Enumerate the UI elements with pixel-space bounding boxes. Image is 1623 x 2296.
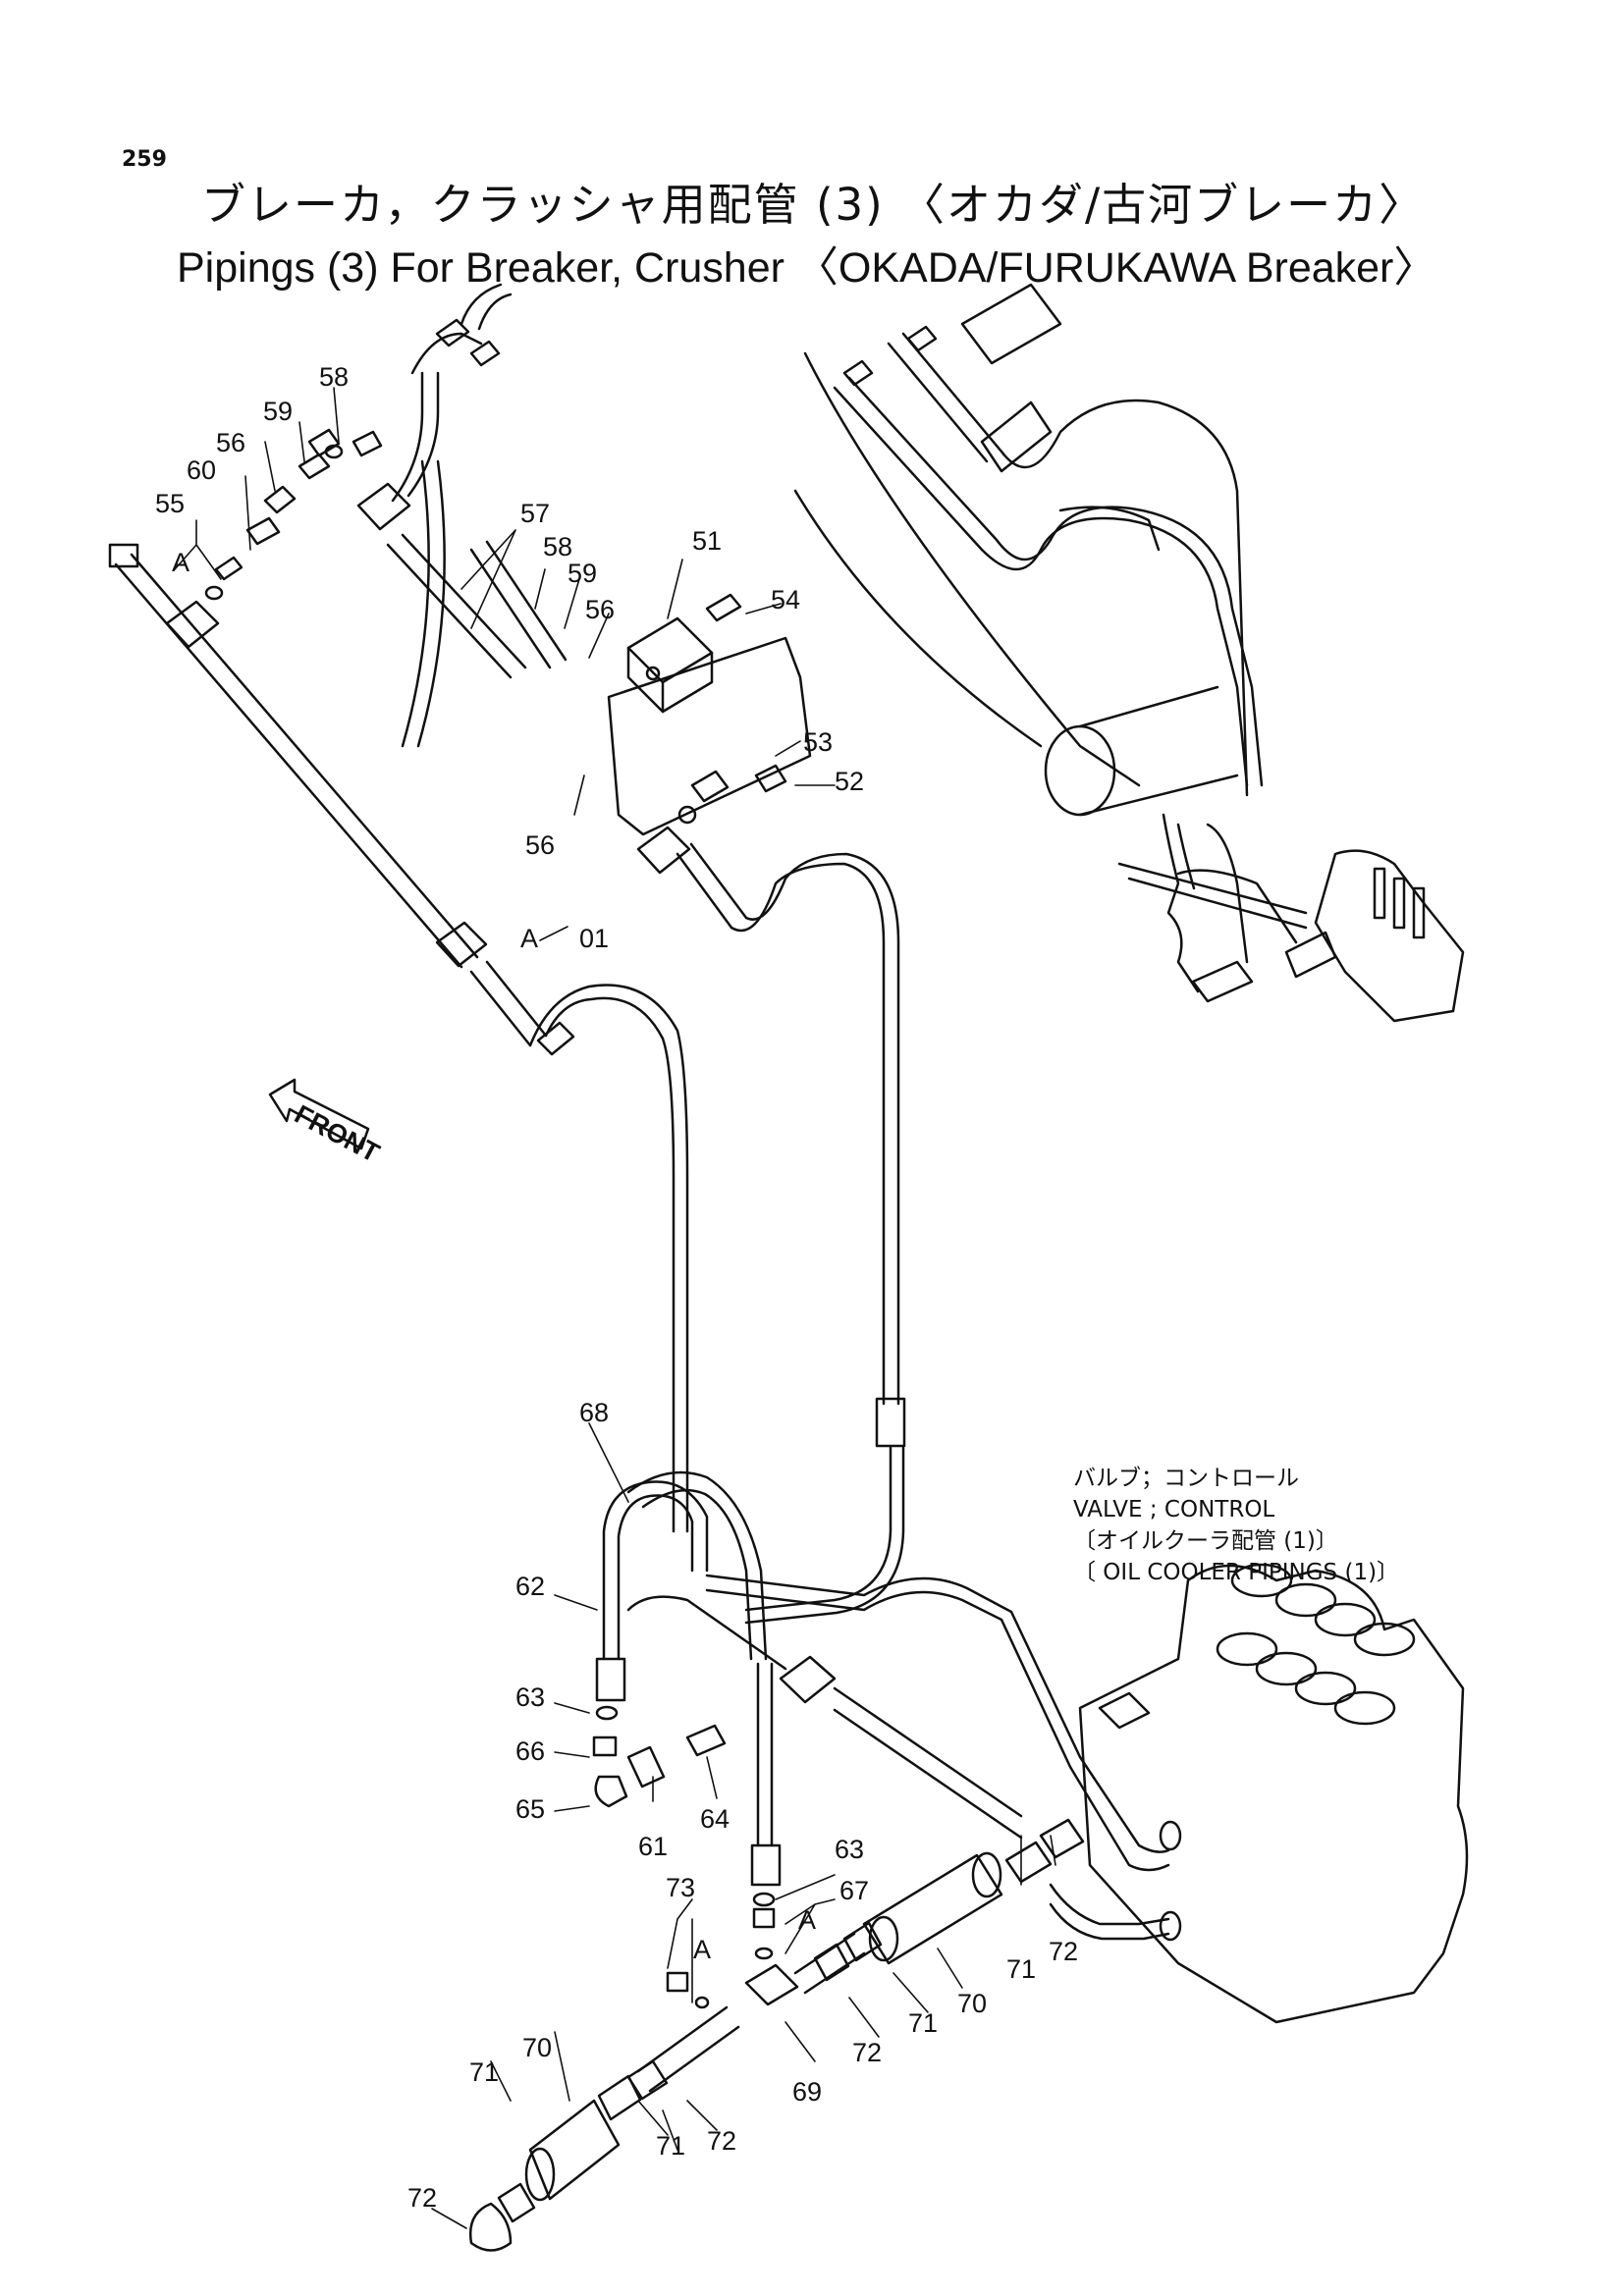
callout-66: 66 xyxy=(515,1736,545,1766)
center-hoses xyxy=(528,826,906,1625)
callout-51: 51 xyxy=(692,526,722,556)
callout-52: 52 xyxy=(835,767,864,796)
callout-60: 60 xyxy=(187,455,216,485)
ref-a-4: A xyxy=(693,1935,711,1964)
page-title-japanese: ブレーカ，クラッシャ用配管 (3) 〈オカダ/古河ブレーカ〉 xyxy=(201,179,1426,231)
page-number: 259 xyxy=(122,147,167,172)
fittings-61-66 xyxy=(592,1705,776,2009)
callout-63a: 63 xyxy=(515,1682,545,1712)
front-arrow xyxy=(268,1078,370,1150)
note-line-4: 〔 OIL COOLER PIPINGS (1)〕 xyxy=(1073,1560,1400,1585)
ref-a-2: A xyxy=(172,548,189,577)
callout-61: 61 xyxy=(638,1832,668,1861)
callout-01: 01 xyxy=(579,924,609,953)
control-valve-note: バルブ；コントロール VALVE ; CONTROL 〔オイルクーラ配管 (1)… xyxy=(1073,1463,1399,1588)
callout-67: 67 xyxy=(839,1876,869,1905)
leader-lines xyxy=(174,387,1056,2229)
callout-56b: 56 xyxy=(585,595,615,624)
callout-64: 64 xyxy=(700,1804,730,1834)
pipe-69-assembly xyxy=(468,1818,1085,2252)
control-valve-body xyxy=(1078,1563,1469,2024)
callout-73: 73 xyxy=(666,1873,695,1902)
note-line-3: 〔オイルクーラ配管 (1)〕 xyxy=(1073,1528,1338,1554)
callout-71d: 71 xyxy=(656,2131,685,2161)
valve-bracket xyxy=(607,593,812,836)
front-label: FRONT xyxy=(290,1099,385,1168)
callout-70a: 70 xyxy=(957,1989,987,2018)
ref-a-3: A xyxy=(798,1905,816,1935)
upper-right-arm xyxy=(793,283,1465,1023)
ref-a-1: A xyxy=(520,924,538,953)
callout-55: 55 xyxy=(155,489,185,518)
callout-58b: 58 xyxy=(543,532,572,561)
callout-72d: 72 xyxy=(707,2126,736,2156)
callout-53: 53 xyxy=(803,727,833,757)
note-line-1: バルブ；コントロール xyxy=(1073,1466,1299,1491)
upper-block-and-hoses xyxy=(356,283,568,748)
callout-71a: 71 xyxy=(1006,1954,1036,1984)
callout-72a: 72 xyxy=(1049,1937,1078,1966)
callout-59a: 59 xyxy=(263,397,293,426)
callout-69: 69 xyxy=(792,2077,822,2107)
left-long-pipe xyxy=(108,543,548,1047)
callout-68: 68 xyxy=(579,1398,609,1427)
callout-56a: 56 xyxy=(216,428,245,457)
callout-70b: 70 xyxy=(522,2033,552,2062)
callout-62: 62 xyxy=(515,1572,545,1601)
callout-54: 54 xyxy=(771,585,800,614)
callout-58a: 58 xyxy=(319,362,349,392)
hoses-62-68 xyxy=(595,1470,782,1887)
callout-65: 65 xyxy=(515,1794,545,1824)
page-title-english: Pipings (3) For Breaker, Crusher 〈OKADA/… xyxy=(177,244,1436,292)
callout-72c: 72 xyxy=(407,2183,437,2213)
tee-block-pipes xyxy=(626,1574,1182,1942)
note-line-2: VALVE ; CONTROL xyxy=(1073,1497,1275,1522)
upper-left-fittings xyxy=(204,428,383,601)
callout-71c: 71 xyxy=(469,2057,499,2087)
callout-72b: 72 xyxy=(852,2038,882,2067)
callout-labels: 01 A 51 52 53 54 55 A 56 56 56 57 58 58 … xyxy=(155,362,1078,2213)
callout-63b: 63 xyxy=(835,1835,864,1864)
callout-57: 57 xyxy=(520,499,550,528)
callout-59b: 59 xyxy=(568,559,597,588)
callout-71b: 71 xyxy=(908,2008,938,2038)
callout-56c: 56 xyxy=(525,830,555,860)
